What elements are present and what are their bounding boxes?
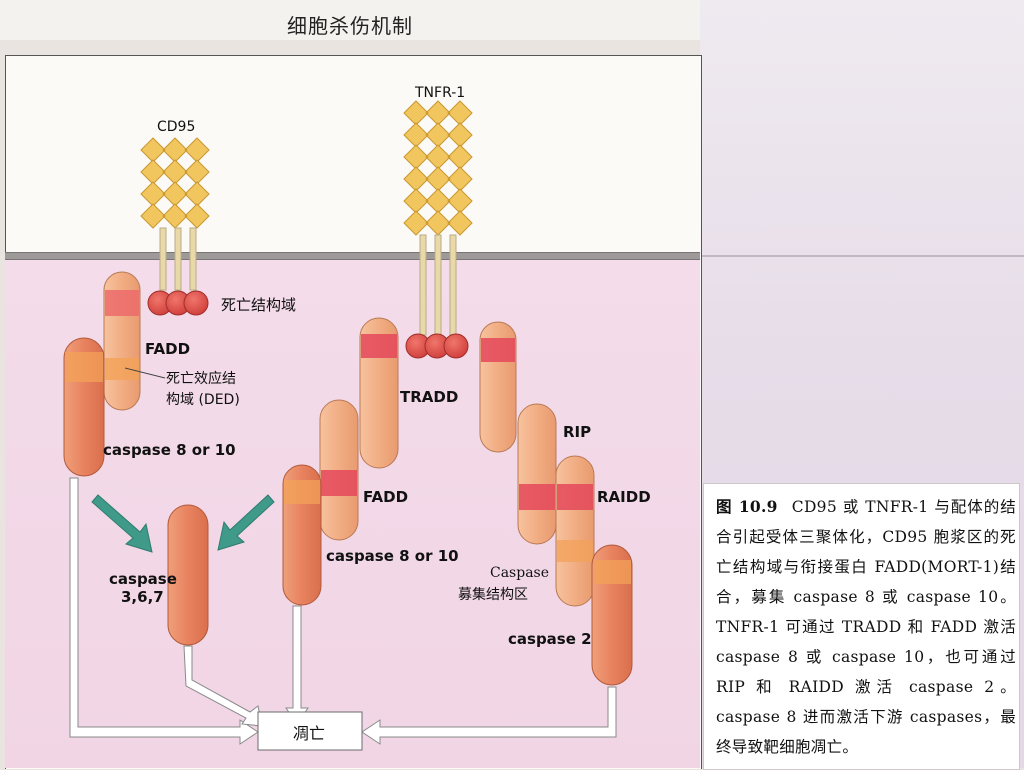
rip-protein	[517, 403, 557, 545]
caspase2-label: caspase 2	[508, 630, 592, 648]
caspase367-label-line2: 3,6,7	[121, 588, 164, 606]
tnfr1-receptor	[403, 100, 473, 359]
figure-number: 图 10.9	[716, 497, 778, 516]
caspase-recruit-label-line1: Caspase	[490, 565, 550, 581]
cd95-receptor	[140, 137, 210, 316]
apoptosis-box	[257, 711, 363, 751]
fadd-left-label: FADD	[145, 340, 191, 358]
ded-label: 死亡效应结 构域 (DED)	[166, 371, 240, 408]
fadd-left-protein	[103, 271, 141, 411]
activation-arrows	[91, 494, 275, 553]
fadd-mid-protein	[319, 399, 359, 541]
caspase-367-protein	[167, 504, 209, 646]
raidd-label: RAIDD	[597, 488, 651, 506]
caspase810-mid-label: caspase 8 or 10	[326, 547, 459, 565]
apoptosis-label: 凋亡	[293, 724, 326, 743]
cell-membrane	[5, 252, 700, 260]
caspase810-left-label: caspase 8 or 10	[103, 441, 236, 459]
ded-leader-line	[124, 367, 166, 379]
rip-label: RIP	[563, 423, 592, 441]
fadd-mid-label: FADD	[363, 488, 409, 506]
tnfr1-label: TNFR-1	[415, 85, 466, 101]
caspase-recruit-label-line2: 募集结构区	[458, 587, 528, 603]
diagram-title: 细胞杀伤机制	[287, 14, 413, 38]
title-band	[0, 0, 700, 40]
caspase-2-protein	[591, 544, 633, 686]
caspase367-label-line1: caspase	[109, 570, 177, 588]
tradd-right-protein	[479, 321, 517, 453]
tradd-protein	[359, 317, 399, 469]
caspase-8-mid-protein	[282, 464, 322, 606]
raidd-protein	[555, 455, 595, 607]
death-domain-label: 死亡结构域	[221, 296, 297, 314]
figure-caption-text: CD95 或 TNFR-1 与配体的结合引起受体三聚体化，CD95 胞浆区的死亡…	[716, 498, 1016, 756]
cd95-label: CD95	[157, 119, 196, 135]
tradd-label: TRADD	[400, 388, 459, 406]
caspase-8-left-protein	[63, 337, 105, 477]
